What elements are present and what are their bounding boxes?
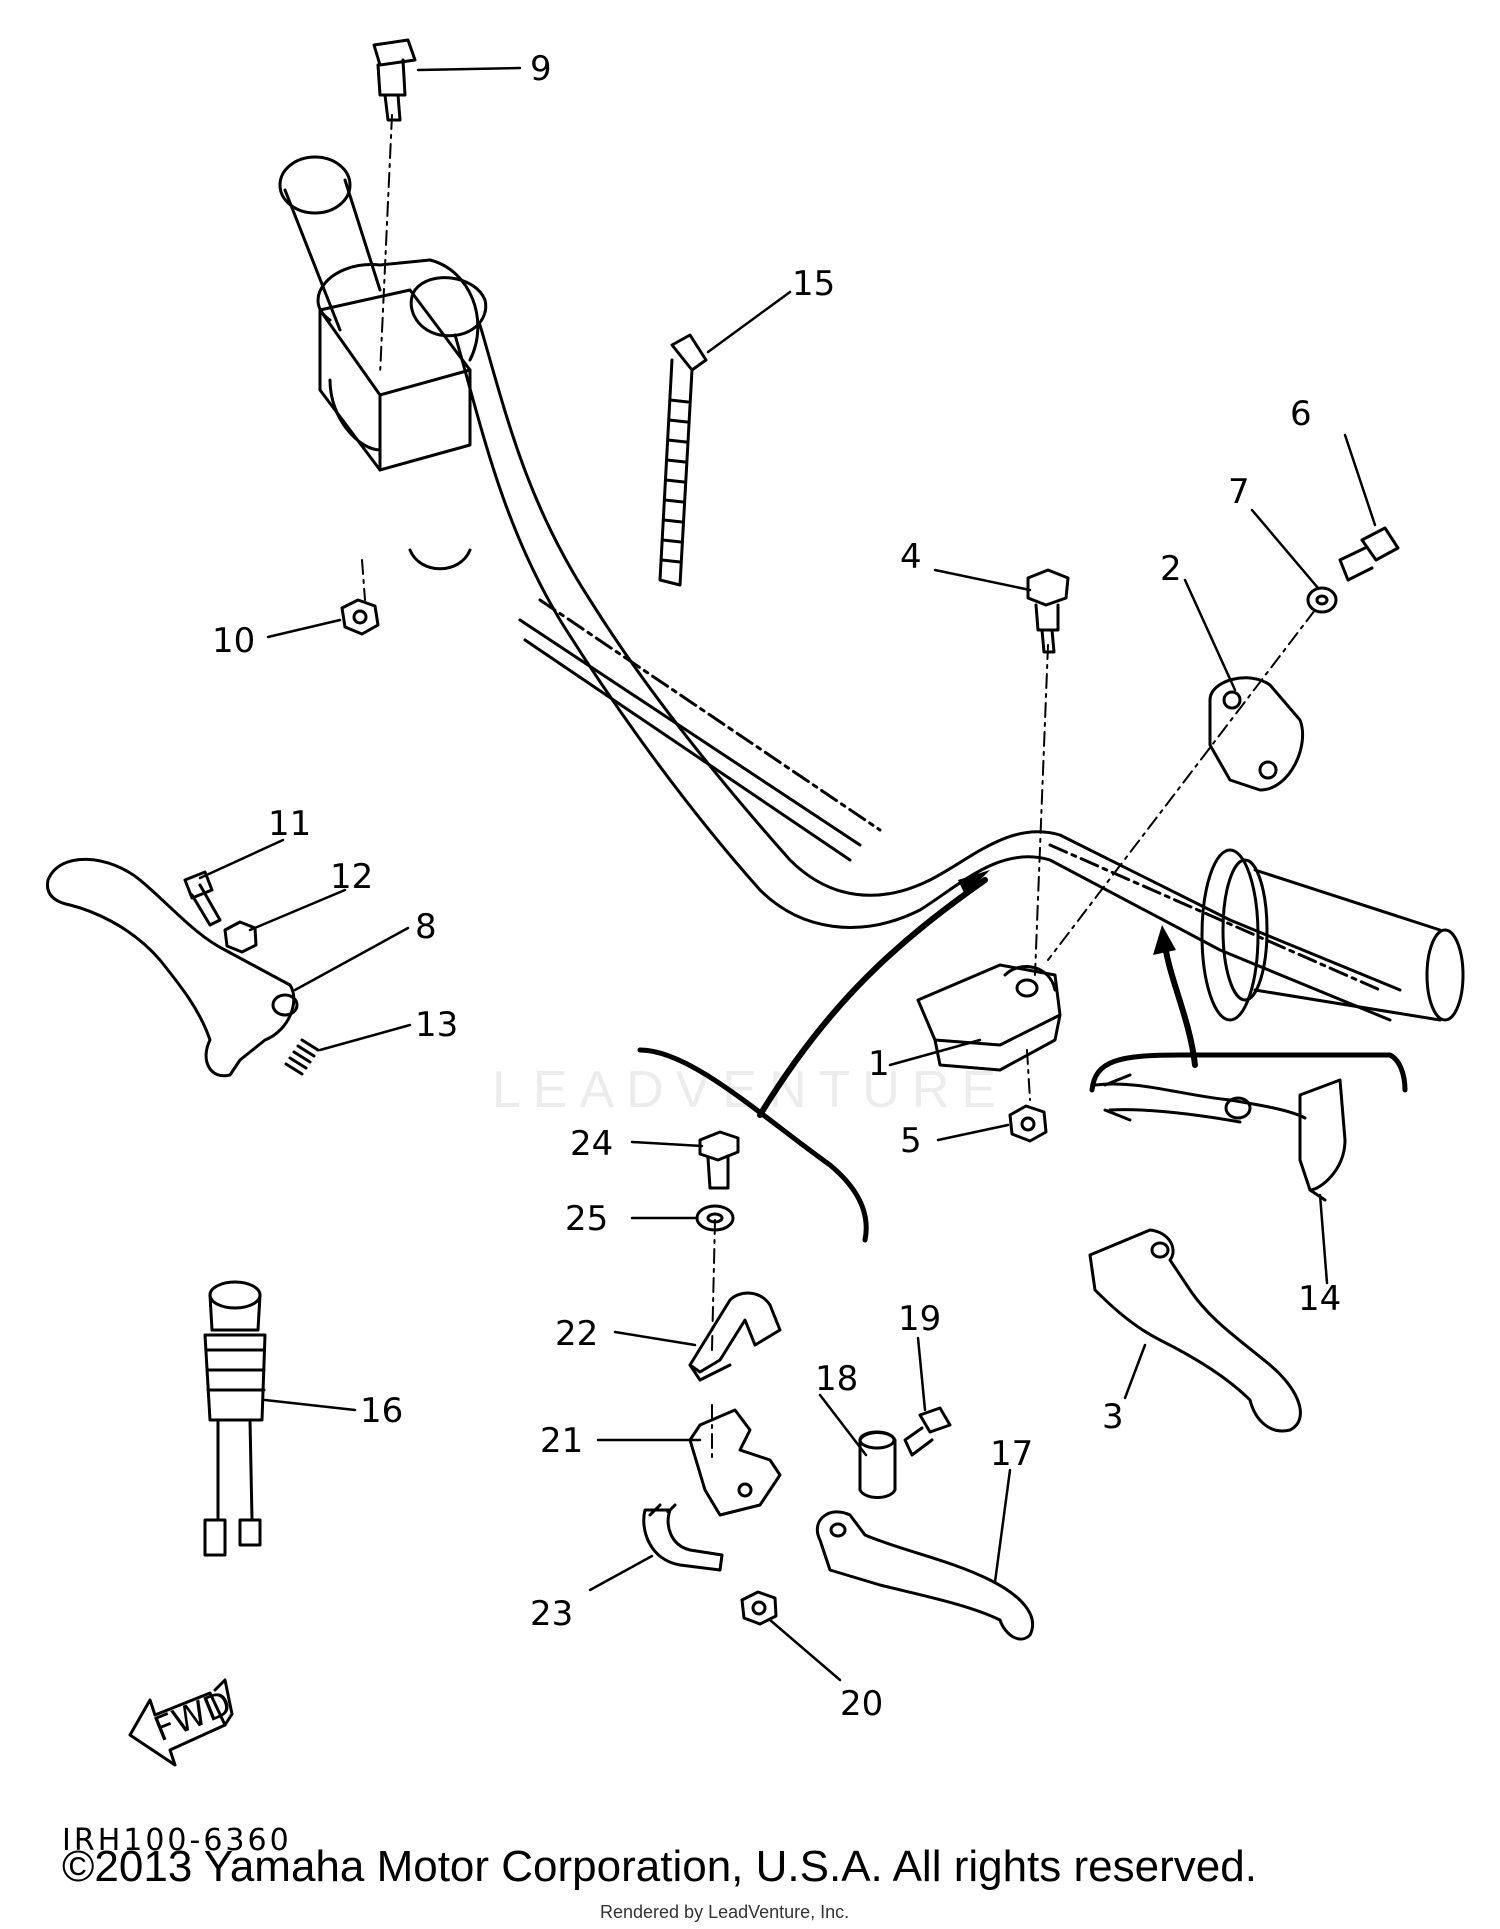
part-15-cable-strap [658,333,708,587]
part-4-bolt [1026,568,1070,654]
part-20-nut [740,1590,778,1626]
label-part-20: 20 [840,1684,883,1724]
label-part-22: 22 [555,1314,598,1354]
label-part-23: 23 [530,1594,573,1634]
label-part-25: 25 [565,1199,608,1239]
part-22-bracket [688,1291,782,1382]
label-part-7: 7 [1228,472,1250,512]
handlebar [453,323,1402,1022]
label-part-15: 15 [792,264,835,304]
label-part-19: 19 [898,1299,941,1339]
label-part-24: 24 [570,1124,613,1164]
rendered-by-note: Rendered by LeadVenture, Inc. [600,1902,850,1922]
part-23-clip [642,1503,724,1572]
label-part-21: 21 [540,1421,583,1461]
arrow-heads [958,870,1176,955]
part-9-bolt [372,38,417,122]
left-brake-lever [45,857,299,1078]
part-11-bolt [183,870,222,927]
part-5-nut [1008,1104,1048,1143]
label-part-2: 2 [1160,549,1182,589]
label-part-10: 10 [212,621,255,661]
label-part-18: 18 [815,1359,858,1399]
part-2-clamp [1208,676,1305,792]
part-12-nut [223,920,258,954]
label-part-9: 9 [530,49,552,89]
part-18-collar [858,1430,897,1499]
label-part-13: 13 [415,1005,458,1045]
right-grip [1200,848,1465,1022]
fwd-arrow-icon [128,1678,234,1767]
part-7-washer [1306,586,1338,614]
watermark: LEADVENTURE [491,1061,1009,1119]
label-part-14: 14 [1298,1279,1341,1319]
label-part-3: 3 [1102,1397,1124,1437]
part-17-lever [815,1510,1035,1641]
copyright-notice: ©2013 Yamaha Motor Corporation, U.S.A. A… [62,1842,1257,1891]
drawing-code: IRH100-6360 [62,1823,292,1858]
label-leaders [198,66,1377,1682]
part-1-bracket [916,963,1062,1072]
part-number-labels: 1 2 3 4 5 6 7 8 9 10 11 12 13 14 15 16 1… [212,49,1341,1724]
part-14-switch [1093,1073,1347,1202]
part-24-bolt [698,1130,740,1190]
label-part-4: 4 [900,537,922,577]
label-part-6: 6 [1290,394,1312,434]
part-13-spring [284,1038,320,1076]
part-6-bolt [1338,526,1400,582]
left-grip-throttle-assembly [278,155,488,571]
part-10-nut [340,598,380,636]
label-part-17: 17 [990,1434,1033,1474]
part-3-lever [1088,1228,1302,1433]
part-16-switch [203,1280,267,1557]
part-21-plate [688,1408,782,1517]
label-part-8: 8 [415,907,437,947]
assembly-arrows [757,877,1198,1118]
assembly-leader-lines [361,114,1316,1461]
part-19-bolt [903,1406,952,1457]
label-part-1: 1 [868,1044,890,1084]
label-part-11: 11 [268,804,311,844]
bracket-lines [637,1047,1408,1243]
label-part-16: 16 [360,1391,403,1431]
label-part-12: 12 [330,857,373,897]
label-part-5: 5 [900,1121,922,1161]
